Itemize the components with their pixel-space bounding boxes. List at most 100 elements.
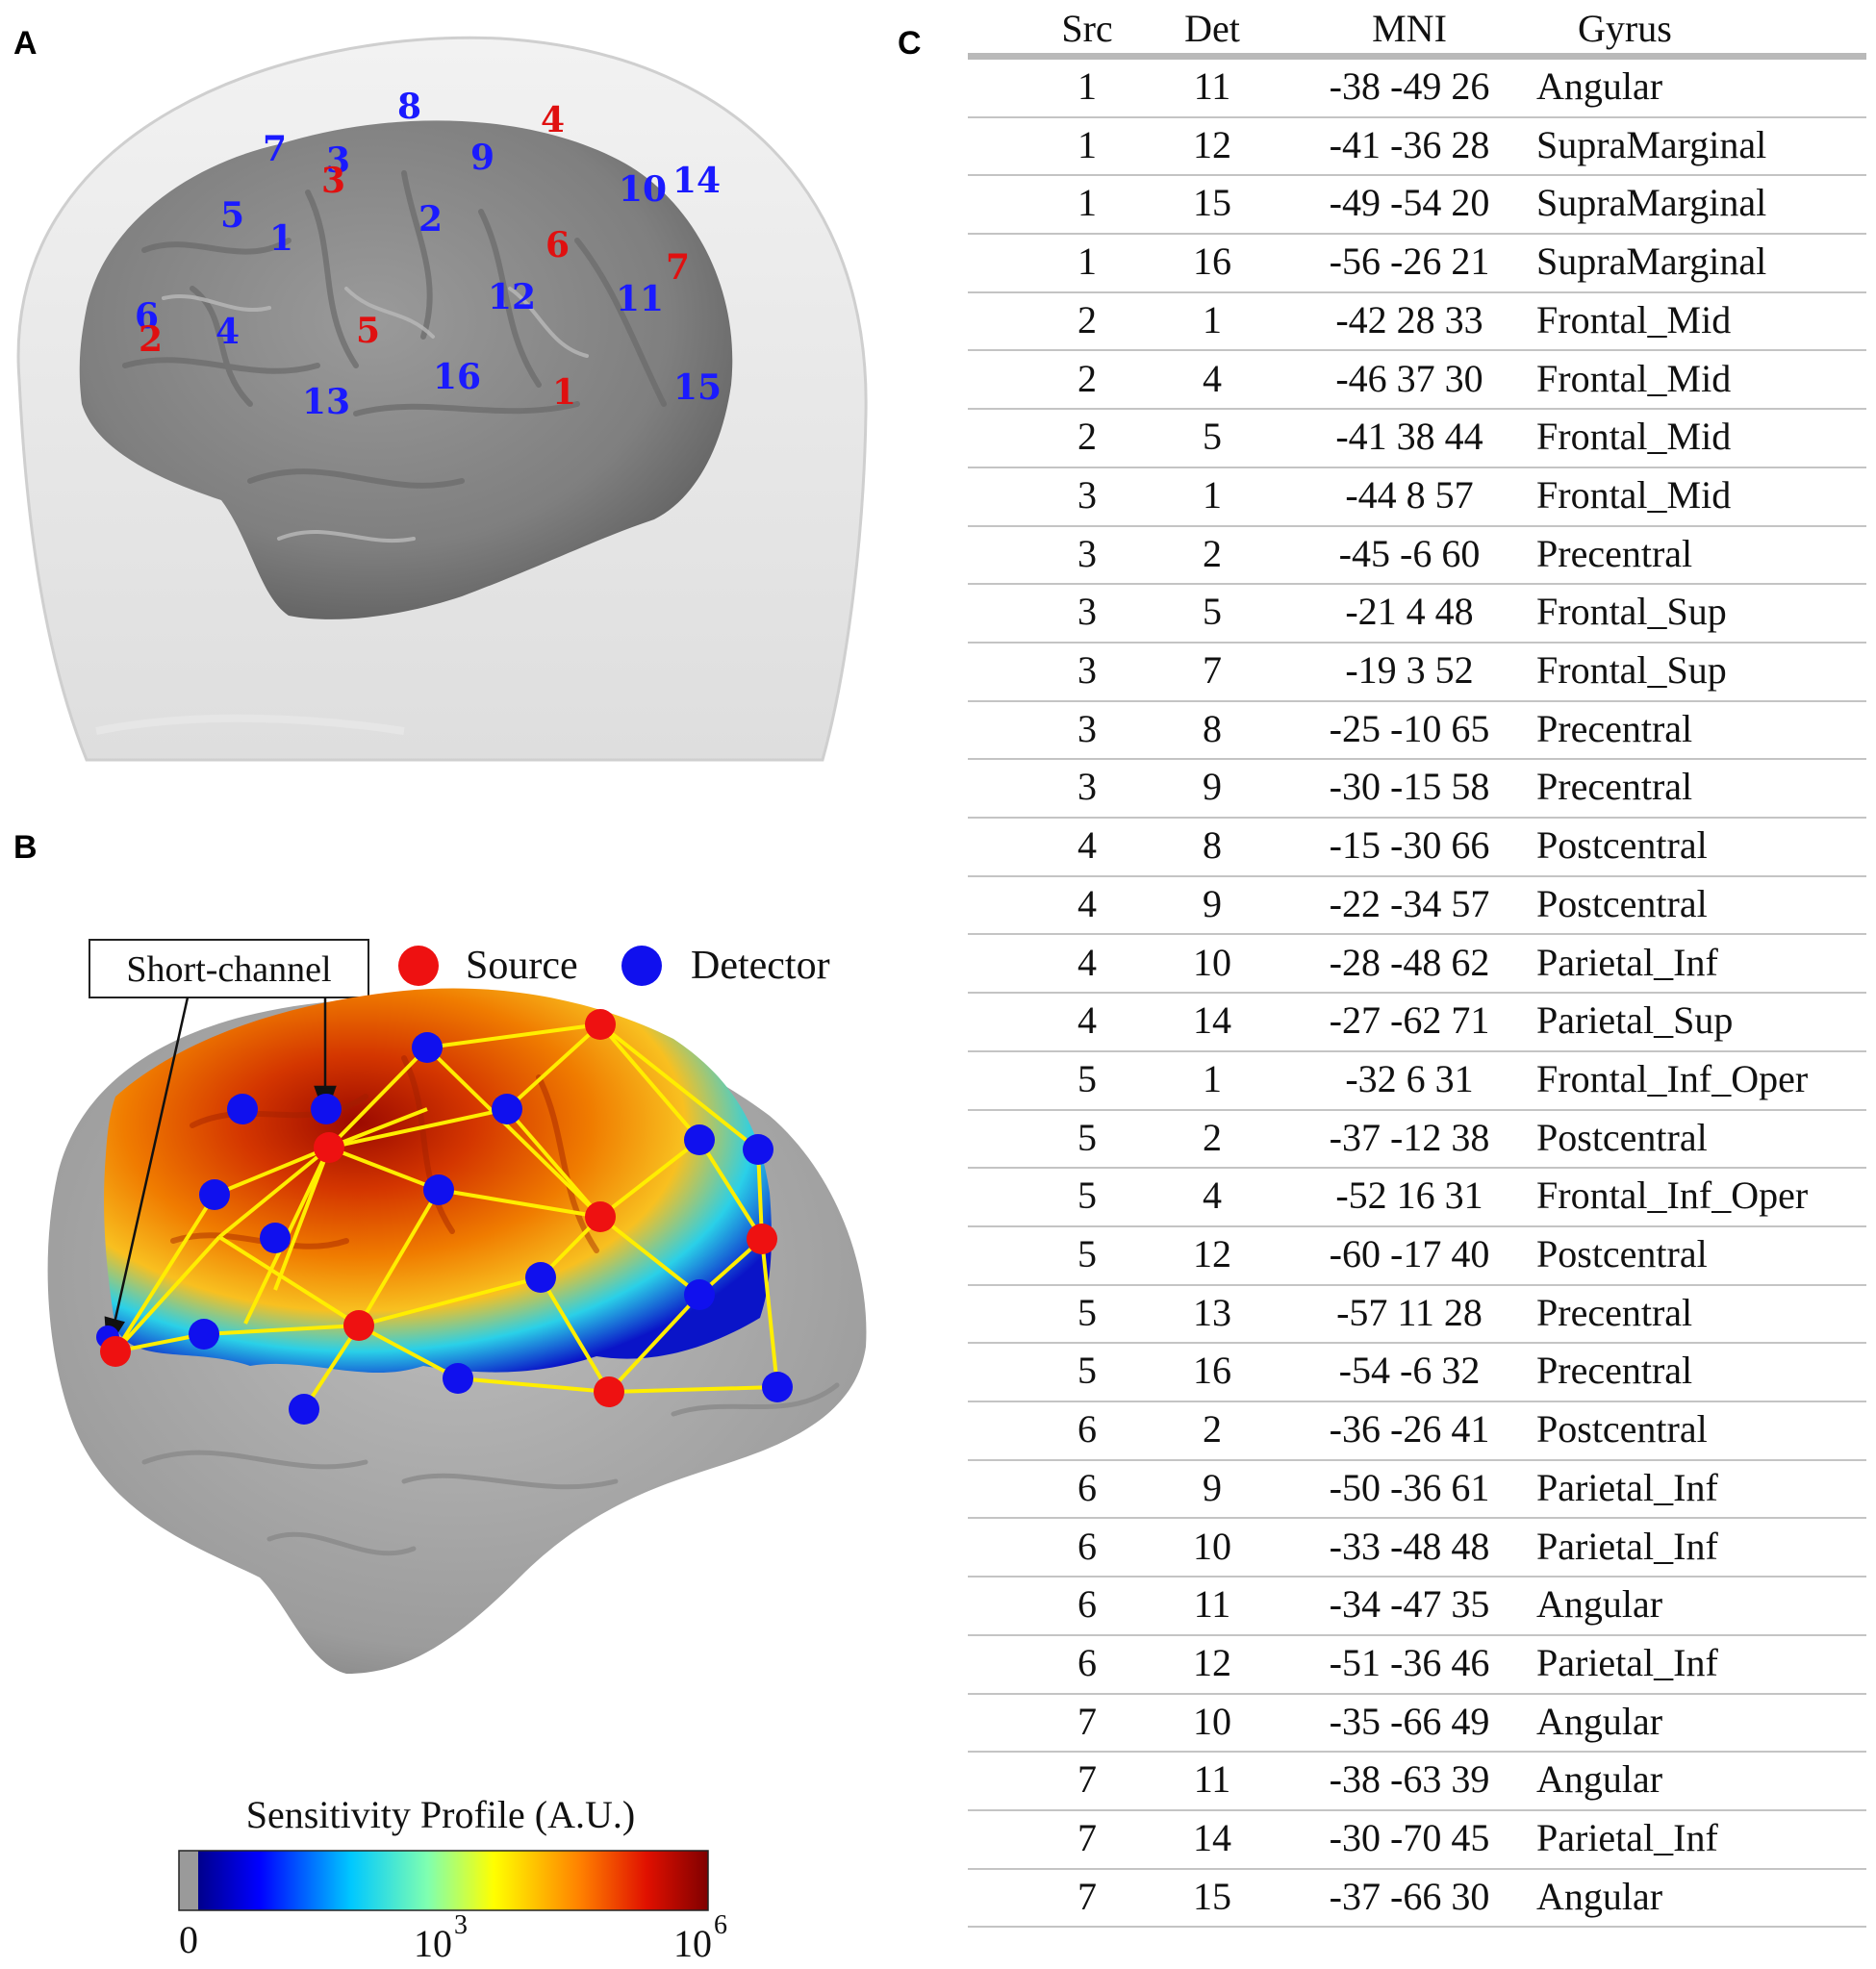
cell-mni: -54 -6 32 [1338, 1349, 1481, 1393]
cell-src: 6 [1077, 1582, 1097, 1627]
svg-text:10: 10 [673, 1922, 712, 1965]
cell-det: 1 [1203, 297, 1222, 341]
cell-mni: -37 -12 38 [1329, 1115, 1490, 1159]
short-channel-label: Short-channel [126, 949, 331, 990]
cell-src: 6 [1077, 1524, 1097, 1568]
source-marker [314, 1132, 344, 1163]
row-rule [968, 1108, 1866, 1111]
detector-label: 4 [215, 312, 240, 352]
source-label: 3 [321, 161, 345, 201]
cell-src: 6 [1077, 1640, 1097, 1684]
cell-det: 11 [1193, 1582, 1231, 1627]
detector-marker [289, 1394, 319, 1425]
cell-det: 1 [1203, 1056, 1222, 1100]
row-rule [968, 583, 1866, 586]
cell-mni: -46 37 30 [1335, 356, 1483, 400]
cell-mni: -56 -26 21 [1329, 240, 1490, 284]
cell-src: 5 [1077, 1349, 1097, 1393]
detector-label: 5 [220, 195, 244, 236]
cell-src: 2 [1077, 356, 1097, 400]
cell-gyrus: Frontal_Mid [1536, 415, 1732, 459]
cell-mni: -44 8 57 [1345, 472, 1474, 517]
cell-gyrus: Parietal_Inf [1536, 1640, 1718, 1684]
cell-mni: -33 -48 48 [1329, 1524, 1490, 1568]
source-marker [343, 1310, 374, 1341]
detector-label: 2 [418, 199, 443, 240]
cell-gyrus: Precentral [1536, 531, 1693, 575]
cell-gyrus: Postcentral [1536, 823, 1708, 868]
source-label: 2 [139, 319, 163, 360]
cell-mni: -42 28 33 [1335, 297, 1483, 341]
row-rule [968, 1808, 1866, 1811]
cell-det: 10 [1193, 940, 1231, 984]
cell-src: 7 [1077, 1699, 1097, 1743]
header-gyrus: Gyrus [1578, 7, 1672, 50]
source-markers [100, 1009, 777, 1407]
cell-det: 12 [1193, 1640, 1231, 1684]
cell-src: 4 [1077, 998, 1097, 1043]
panel-label-c: C [898, 25, 922, 62]
cell-mni: -22 -34 57 [1329, 881, 1490, 925]
detector-label: 16 [433, 357, 481, 397]
cell-src: 5 [1077, 1115, 1097, 1159]
cell-det: 5 [1203, 590, 1222, 634]
detector-label: 6 [135, 296, 159, 337]
cell-det: 9 [1203, 881, 1222, 925]
cell-gyrus: Parietal_Inf [1536, 1816, 1718, 1859]
cell-src: 4 [1077, 823, 1097, 868]
cell-det: 2 [1203, 1115, 1222, 1159]
cell-src: 4 [1077, 881, 1097, 925]
cell-src: 3 [1077, 590, 1097, 634]
cell-det: 13 [1193, 1290, 1231, 1334]
colorbar-gray-cap [179, 1851, 198, 1910]
cell-det: 8 [1203, 706, 1222, 750]
cell-det: 12 [1193, 122, 1231, 166]
cell-src: 1 [1077, 122, 1097, 166]
source-labels: 1 2 3 4 5 6 7 [139, 100, 690, 413]
table-header: Src Det MNI Gyrus [962, 6, 1876, 56]
detector-marker [311, 1094, 342, 1124]
detector-label: 1 [269, 218, 293, 259]
cell-gyrus: Precentral [1536, 765, 1693, 809]
source-label: 4 [541, 100, 565, 140]
cell-gyrus: SupraMarginal [1536, 240, 1767, 284]
source-marker [585, 1201, 616, 1232]
cell-gyrus: Parietal_Inf [1536, 940, 1718, 984]
detector-markers [96, 1032, 793, 1425]
detector-marker [492, 1094, 522, 1124]
cell-mni: -28 -48 62 [1329, 940, 1490, 984]
cell-src: 3 [1077, 765, 1097, 809]
row-rule [968, 1576, 1866, 1578]
detector-marker [525, 1262, 556, 1293]
header-rule [968, 53, 1866, 60]
row-rule [968, 817, 1866, 820]
colorbar-tick-max: 10 6 [673, 1910, 727, 1965]
row-rule [968, 524, 1866, 527]
cell-gyrus: Postcentral [1536, 1407, 1708, 1452]
detector-legend-marker [621, 946, 662, 986]
cell-det: 12 [1193, 1232, 1231, 1275]
cell-mni: -37 -66 30 [1329, 1874, 1490, 1918]
svg-text:10: 10 [414, 1922, 452, 1965]
cell-mni: -15 -30 66 [1329, 823, 1490, 868]
cell-det: 14 [1193, 998, 1231, 1043]
row-rule [968, 1283, 1866, 1286]
